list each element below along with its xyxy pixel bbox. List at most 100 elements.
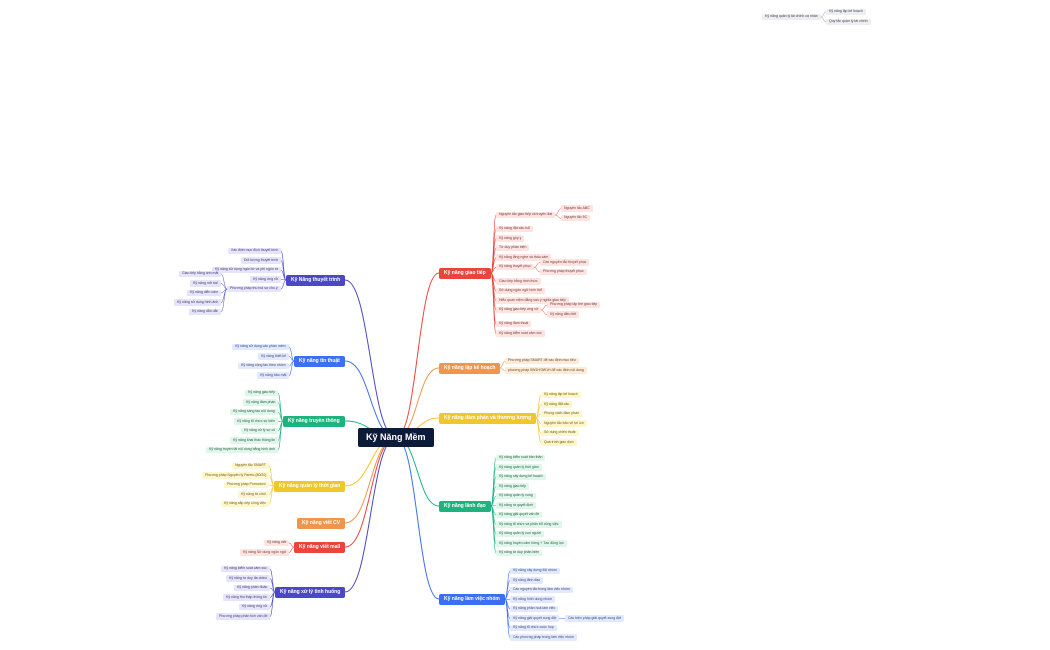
floating-leaf[interactable]: Quy tắc quản lý tài chính xyxy=(826,18,871,25)
branch-node[interactable]: Kỹ năng tin thuật xyxy=(294,355,345,367)
leaf-node[interactable]: Phong cách đàm phán xyxy=(541,410,583,417)
leaf-node[interactable]: Kỹ năng sử dụng các phần mềm xyxy=(232,343,289,350)
leaf-node[interactable]: Kỹ năng thuyết phục xyxy=(496,263,534,271)
leaf-node[interactable]: Kỹ năng lãnh đạo xyxy=(510,577,544,584)
subleaf-link xyxy=(540,309,548,315)
leaf-link xyxy=(490,266,497,274)
leaf-node[interactable]: Đối tượng thuyết trình xyxy=(241,257,282,264)
leaf-node[interactable]: Hiểu quan niệm đằng sau ý nghĩa giao tiế… xyxy=(496,297,569,304)
subleaf-node[interactable]: Nguyên tắc ABC xyxy=(561,205,593,212)
leaf-node[interactable]: Kỹ năng quản lý xung xyxy=(496,492,536,499)
leaf-node[interactable]: Kỹ năng từ chối xyxy=(238,491,269,498)
leaf-node[interactable]: Kỹ năng giao tiếp ứng xử xyxy=(496,306,542,313)
leaf-node[interactable]: Kỹ năng giải quyết vấn đề xyxy=(496,511,543,518)
leaf-node[interactable]: Các nguyên tắc trong làm việc nhóm xyxy=(510,586,573,593)
leaf-link xyxy=(288,360,295,376)
leaf-node[interactable]: Kỹ năng hình dung nhóm xyxy=(510,596,556,603)
subleaf-node[interactable]: Kỹ năng sử dụng hình ảnh xyxy=(174,299,222,306)
leaf-node[interactable]: Kỹ năng cộng tác theo nhóm xyxy=(238,362,289,369)
leaf-node[interactable]: Kỹ năng sắp xếp công việc xyxy=(221,500,269,507)
subleaf-node[interactable]: Kỹ năng diễn cảm xyxy=(187,289,222,296)
leaf-node[interactable]: Giao tiếp bằng hình thức xyxy=(496,278,541,285)
leaf-node[interactable]: Kỹ năng xây dựng đội nhóm xyxy=(510,567,560,574)
leaf-node[interactable]: phương pháp 5W1H/3W1H để xác định nội du… xyxy=(505,367,587,374)
leaf-node[interactable]: Kỹ năng tư duy phản biện xyxy=(496,549,543,556)
leaf-node[interactable]: Kỹ năng sử dụng ngôn từ và phi ngôn từ xyxy=(212,266,282,273)
leaf-node[interactable]: Kỹ năng sáng tạo nội dung xyxy=(230,408,278,415)
leaf-node[interactable]: Kỹ năng xây dựng kế hoạch xyxy=(496,473,546,480)
leaf-node[interactable]: Kỹ năng đặt câu xyxy=(541,401,573,408)
leaf-node[interactable]: Kỹ năng quản lý thời gian xyxy=(496,464,542,471)
leaf-node[interactable]: Phương pháp phân tích vấn đề xyxy=(216,613,271,620)
leaf-node[interactable]: Kỹ năng quản lý con người xyxy=(496,530,544,537)
leaf-node[interactable]: Kỹ năng viết xyxy=(264,539,290,546)
leaf-node[interactable]: Kỹ năng lắng nghe và thấu cảm xyxy=(496,254,552,261)
leaf-node[interactable]: Các phương pháp trong làm việc nhóm xyxy=(510,634,577,641)
leaf-node[interactable]: Sử dụng ngôn ngữ hình thể xyxy=(496,287,546,294)
leaf-node[interactable]: Kỹ năng giao tiếp xyxy=(245,389,279,396)
leaf-node[interactable]: Kỹ năng Sử dụng ngôn ngữ xyxy=(240,549,290,556)
leaf-node[interactable]: Tư duy phản biện xyxy=(496,244,530,252)
leaf-node[interactable]: Nguyên tắc bảo vệ lợi ích xyxy=(541,420,587,427)
branch-node[interactable]: Kỹ năng viết mail xyxy=(294,541,346,553)
leaf-node[interactable]: Kỹ năng đàm phán xyxy=(243,399,279,406)
floating-topic[interactable]: Kỹ năng quản lý tài chính cá nhân xyxy=(762,13,821,20)
leaf-node[interactable]: Xác định mục đích thuyết trình xyxy=(228,247,282,254)
leaf-node[interactable]: Kỹ năng xử lý sự cố xyxy=(241,427,279,434)
branch-node[interactable]: Kỹ năng truyền thông xyxy=(283,415,345,427)
leaf-node[interactable]: Sử dụng chiến thuật xyxy=(541,429,579,436)
subleaf-node[interactable]: Giao tiếp bằng ánh mắt xyxy=(179,270,222,277)
subleaf-node[interactable]: Các biện pháp giải quyết xung đột xyxy=(565,615,624,622)
leaf-node[interactable]: Nguyên tắc giao tiếp và truyền đạt xyxy=(496,211,556,218)
floating-leaf[interactable]: Kỹ năng lập kế hoạch xyxy=(826,8,866,15)
leaf-node[interactable]: Kỹ năng góp ý xyxy=(496,235,525,242)
leaf-node[interactable]: Kỹ năng tổ chức và phân bổ công việc xyxy=(496,521,562,528)
branch-link xyxy=(395,272,440,438)
branch-node[interactable]: Kỹ năng làm việc nhóm xyxy=(439,593,505,605)
leaf-node[interactable]: Kỹ năng giao tiếp xyxy=(496,483,530,490)
branch-node[interactable]: Kỹ năng lập kế hoạch xyxy=(439,362,501,374)
branch-node[interactable]: Kỹ năng đàm phán và thương lượng xyxy=(439,412,537,424)
leaf-node[interactable]: Kỹ năng khai thác thông tin xyxy=(230,437,279,444)
subleaf-node[interactable]: Phương pháp lập thẻ giao tiếp xyxy=(547,301,601,309)
branch-node[interactable]: Kỹ năng xử lý tình huống xyxy=(275,586,346,598)
branch-node[interactable]: Kỹ Năng thuyết trình xyxy=(286,274,346,286)
subleaf-node[interactable]: Nguyên tắc 5C xyxy=(561,214,591,222)
leaf-node[interactable]: Phương pháp Nguyên lý Pareto (80/20) xyxy=(202,472,270,479)
leaf-node[interactable]: Kỹ năng thu thập thông tin xyxy=(223,594,270,601)
leaf-node[interactable]: Kỹ năng truyền tải nội dung bằng hình ản… xyxy=(206,446,278,453)
leaf-node[interactable]: Kỹ năng truyền cảm hứng + Tạo động lực xyxy=(496,540,567,547)
subleaf-node[interactable]: Kỹ năng dẫn dắt xyxy=(189,308,221,315)
leaf-node[interactable]: Kỹ năng giải quyết xung đột xyxy=(510,615,560,622)
subleaf-node[interactable]: Kỹ năng mở bài xyxy=(190,280,221,287)
subleaf-node[interactable]: Phương pháp thuyết phục xyxy=(540,268,587,275)
leaf-node[interactable]: Kỹ năng ứng xử xyxy=(239,603,271,610)
branch-node[interactable]: Kỹ năng quản lý thời gian xyxy=(274,480,346,492)
leaf-node[interactable]: Nguyên tắc SMART xyxy=(232,462,269,469)
leaf-node[interactable]: Kỹ năng phán đoán xyxy=(234,584,271,591)
leaf-node[interactable]: Kỹ năng ra quyết định xyxy=(496,502,537,509)
leaf-node[interactable]: Phương pháp Pomodoro xyxy=(224,481,269,488)
leaf-node[interactable]: Phương pháp SMART để xác định mục tiêu xyxy=(505,357,579,364)
leaf-node[interactable]: Kỹ năng lập kế hoạch xyxy=(541,391,581,398)
leaf-node[interactable]: Kỹ năng kiểm soát cảm xúc xyxy=(496,330,545,337)
leaf-node[interactable]: Kỹ năng bảo mật xyxy=(257,372,290,379)
leaf-node[interactable]: Kỹ năng đàm thoại xyxy=(496,320,532,328)
branch-node[interactable]: Kỹ năng viết CV xyxy=(297,517,346,529)
leaf-node[interactable]: Kỹ năng kiểm soát cảm xúc xyxy=(221,565,270,572)
leaf-node[interactable]: Phương pháp thu hút sự chú ý xyxy=(227,285,281,292)
leaf-node[interactable]: Kỹ năng kiểm soát bản thân xyxy=(496,454,546,461)
leaf-node[interactable]: Kỹ năng tổ chức cuộc họp xyxy=(510,624,557,631)
subleaf-node[interactable]: Kỹ năng điều tiết xyxy=(547,311,580,318)
subleaf-node[interactable]: Các nguyên tắc thuyết phục xyxy=(540,259,590,266)
leaf-node[interactable]: Kỹ năng phân hoá làm việc xyxy=(510,605,559,612)
leaf-node[interactable]: Kỹ năng ứng xử xyxy=(250,276,282,283)
leaf-node[interactable]: Kỹ năng đặt câu hỏi xyxy=(496,225,533,233)
branch-link xyxy=(395,437,440,600)
branch-node[interactable]: Kỹ năng giao tiếp xyxy=(439,267,491,279)
branch-node[interactable]: Kỹ năng lãnh đạo xyxy=(439,500,491,512)
leaf-node[interactable]: Kỹ năng thiết kế xyxy=(258,353,290,360)
leaf-node[interactable]: Kỹ năng tư duy đa chiều xyxy=(226,575,270,582)
leaf-node[interactable]: Kỹ năng tổ chức sự kiện xyxy=(234,418,278,425)
leaf-node[interactable]: Quá trình giao dịch xyxy=(541,439,577,446)
